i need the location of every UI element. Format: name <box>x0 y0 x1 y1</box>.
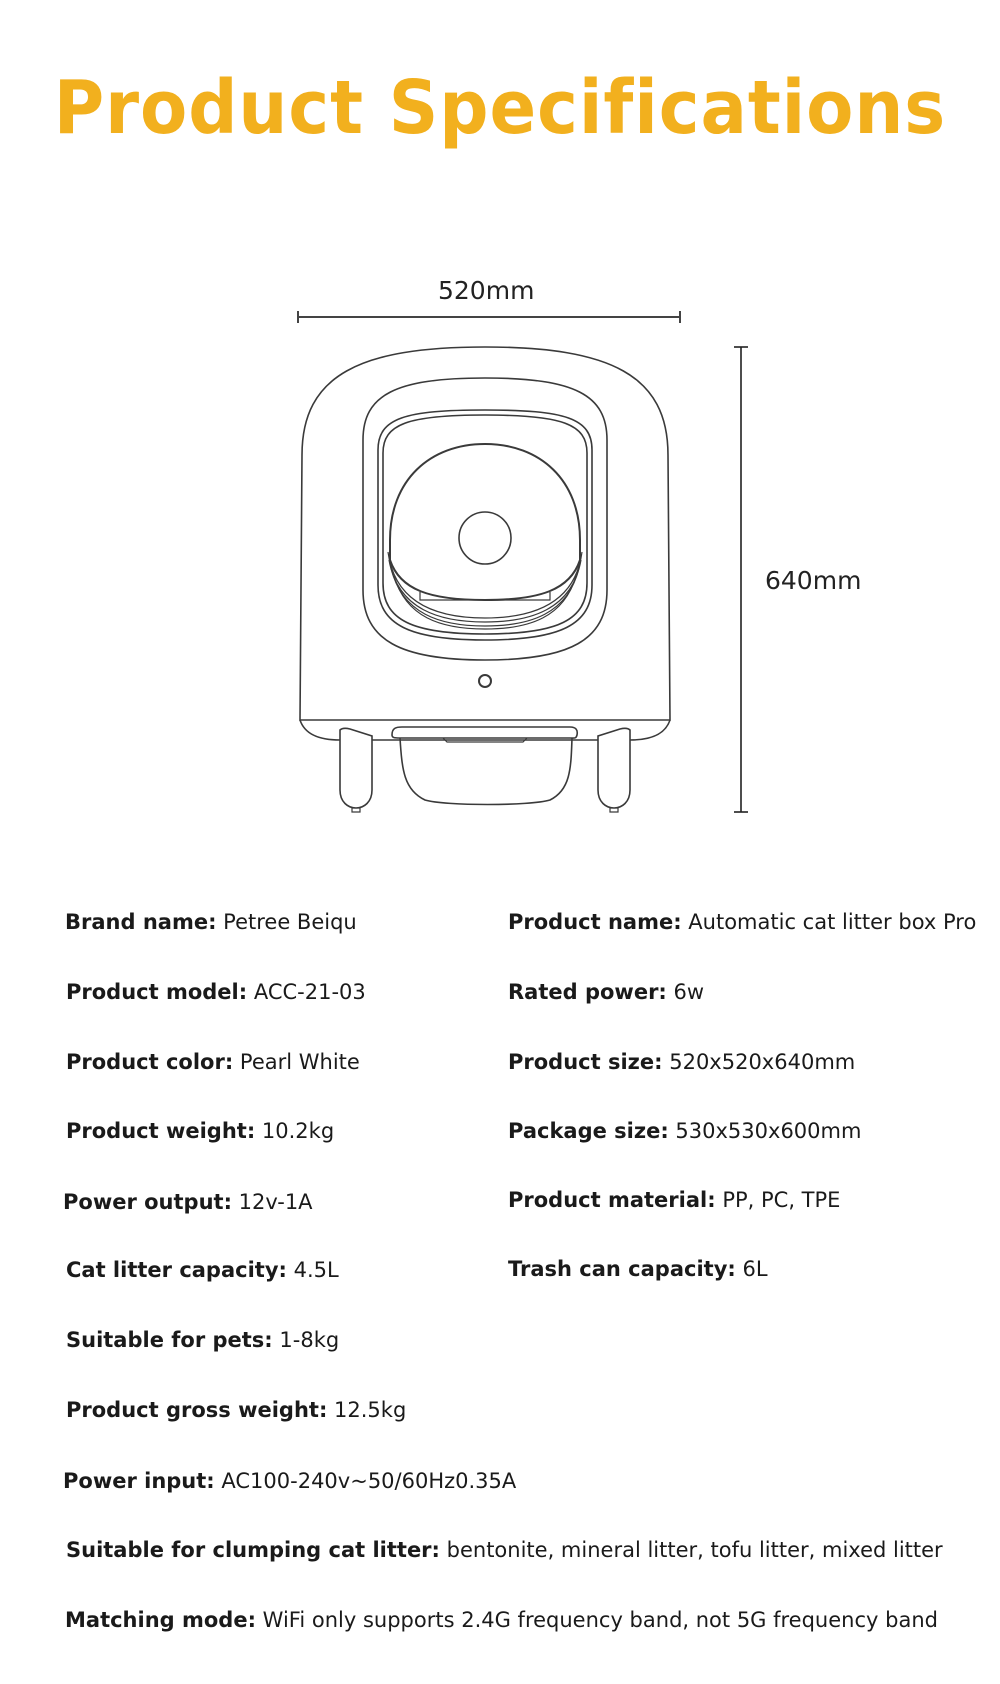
spec-label: Brand name: <box>65 910 217 934</box>
spec-value: Petree Beiqu <box>223 910 357 934</box>
page-title: Product Specifications <box>53 65 947 151</box>
spec-label: Rated power: <box>508 980 667 1004</box>
product-dimension-drawing <box>297 311 748 813</box>
spec-matching-mode: Matching mode: WiFi only supports 2.4G f… <box>65 1610 938 1631</box>
spec-trash-can-capacity: Trash can capacity: 6L <box>508 1259 768 1280</box>
width-dimension-line <box>297 311 681 323</box>
spec-value: Automatic cat litter box Pro <box>688 910 977 934</box>
spec-label: Trash can capacity: <box>508 1257 736 1281</box>
spec-value: 6L <box>742 1257 768 1281</box>
spec-brand-name: Brand name: Petree Beiqu <box>65 912 357 933</box>
spec-label: Product name: <box>508 910 682 934</box>
spec-clumping-litter: Suitable for clumping cat litter: benton… <box>66 1540 943 1561</box>
spec-label: Product gross weight: <box>66 1398 328 1422</box>
spec-label: Cat litter capacity: <box>66 1258 287 1282</box>
spec-product-color: Product color: Pearl White <box>66 1052 360 1073</box>
spec-label: Suitable for pets: <box>66 1328 273 1352</box>
spec-product-name: Product name: Automatic cat litter box P… <box>508 912 976 933</box>
spec-label: Product color: <box>66 1050 234 1074</box>
spec-label: Suitable for clumping cat litter: <box>66 1538 440 1562</box>
spec-value: 530x530x600mm <box>675 1119 862 1143</box>
spec-value: 4.5L <box>293 1258 339 1282</box>
width-dimension-label: 520mm <box>438 276 535 305</box>
spec-suitable-for-pets: Suitable for pets: 1-8kg <box>66 1330 339 1351</box>
spec-value: 6w <box>673 980 705 1004</box>
spec-value: 12v-1A <box>238 1190 313 1214</box>
spec-value: 12.5kg <box>334 1398 407 1422</box>
spec-label: Package size: <box>508 1119 669 1143</box>
spec-package-size: Package size: 530x530x600mm <box>508 1121 861 1142</box>
spec-value: AC100-240v~50/60Hz0.35A <box>221 1469 517 1493</box>
spec-product-material: Product material: PP, PC, TPE <box>508 1190 840 1211</box>
spec-gross-weight: Product gross weight: 12.5kg <box>66 1400 406 1421</box>
spec-label: Product material: <box>508 1188 716 1212</box>
spec-label: Power output: <box>63 1190 232 1214</box>
spec-value: bentonite, mineral litter, tofu litter, … <box>446 1538 943 1562</box>
spec-value: ACC-21-03 <box>253 980 366 1004</box>
spec-product-size: Product size: 520x520x640mm <box>508 1052 855 1073</box>
spec-label: Matching mode: <box>65 1608 256 1632</box>
spec-power-output: Power output: 12v-1A <box>63 1192 313 1213</box>
spec-value: PP, PC, TPE <box>722 1188 841 1212</box>
spec-label: Product size: <box>508 1050 663 1074</box>
spec-rated-power: Rated power: 6w <box>508 982 704 1003</box>
spec-value: 1-8kg <box>279 1328 340 1352</box>
height-dimension-label: 640mm <box>765 566 862 595</box>
spec-power-input: Power input: AC100-240v~50/60Hz0.35A <box>63 1471 516 1492</box>
litter-box-illustration <box>299 346 671 813</box>
spec-value: WiFi only supports 2.4G frequency band, … <box>262 1608 938 1632</box>
spec-product-weight: Product weight: 10.2kg <box>66 1121 334 1142</box>
spec-cat-litter-capacity: Cat litter capacity: 4.5L <box>66 1260 339 1281</box>
spec-product-model: Product model: ACC-21-03 <box>66 982 366 1003</box>
spec-label: Product weight: <box>66 1119 256 1143</box>
spec-value: Pearl White <box>239 1050 360 1074</box>
spec-value: 520x520x640mm <box>669 1050 856 1074</box>
spec-label: Power input: <box>63 1469 215 1493</box>
spec-label: Product model: <box>66 980 248 1004</box>
spec-value: 10.2kg <box>261 1119 335 1143</box>
height-dimension-line <box>734 346 748 813</box>
